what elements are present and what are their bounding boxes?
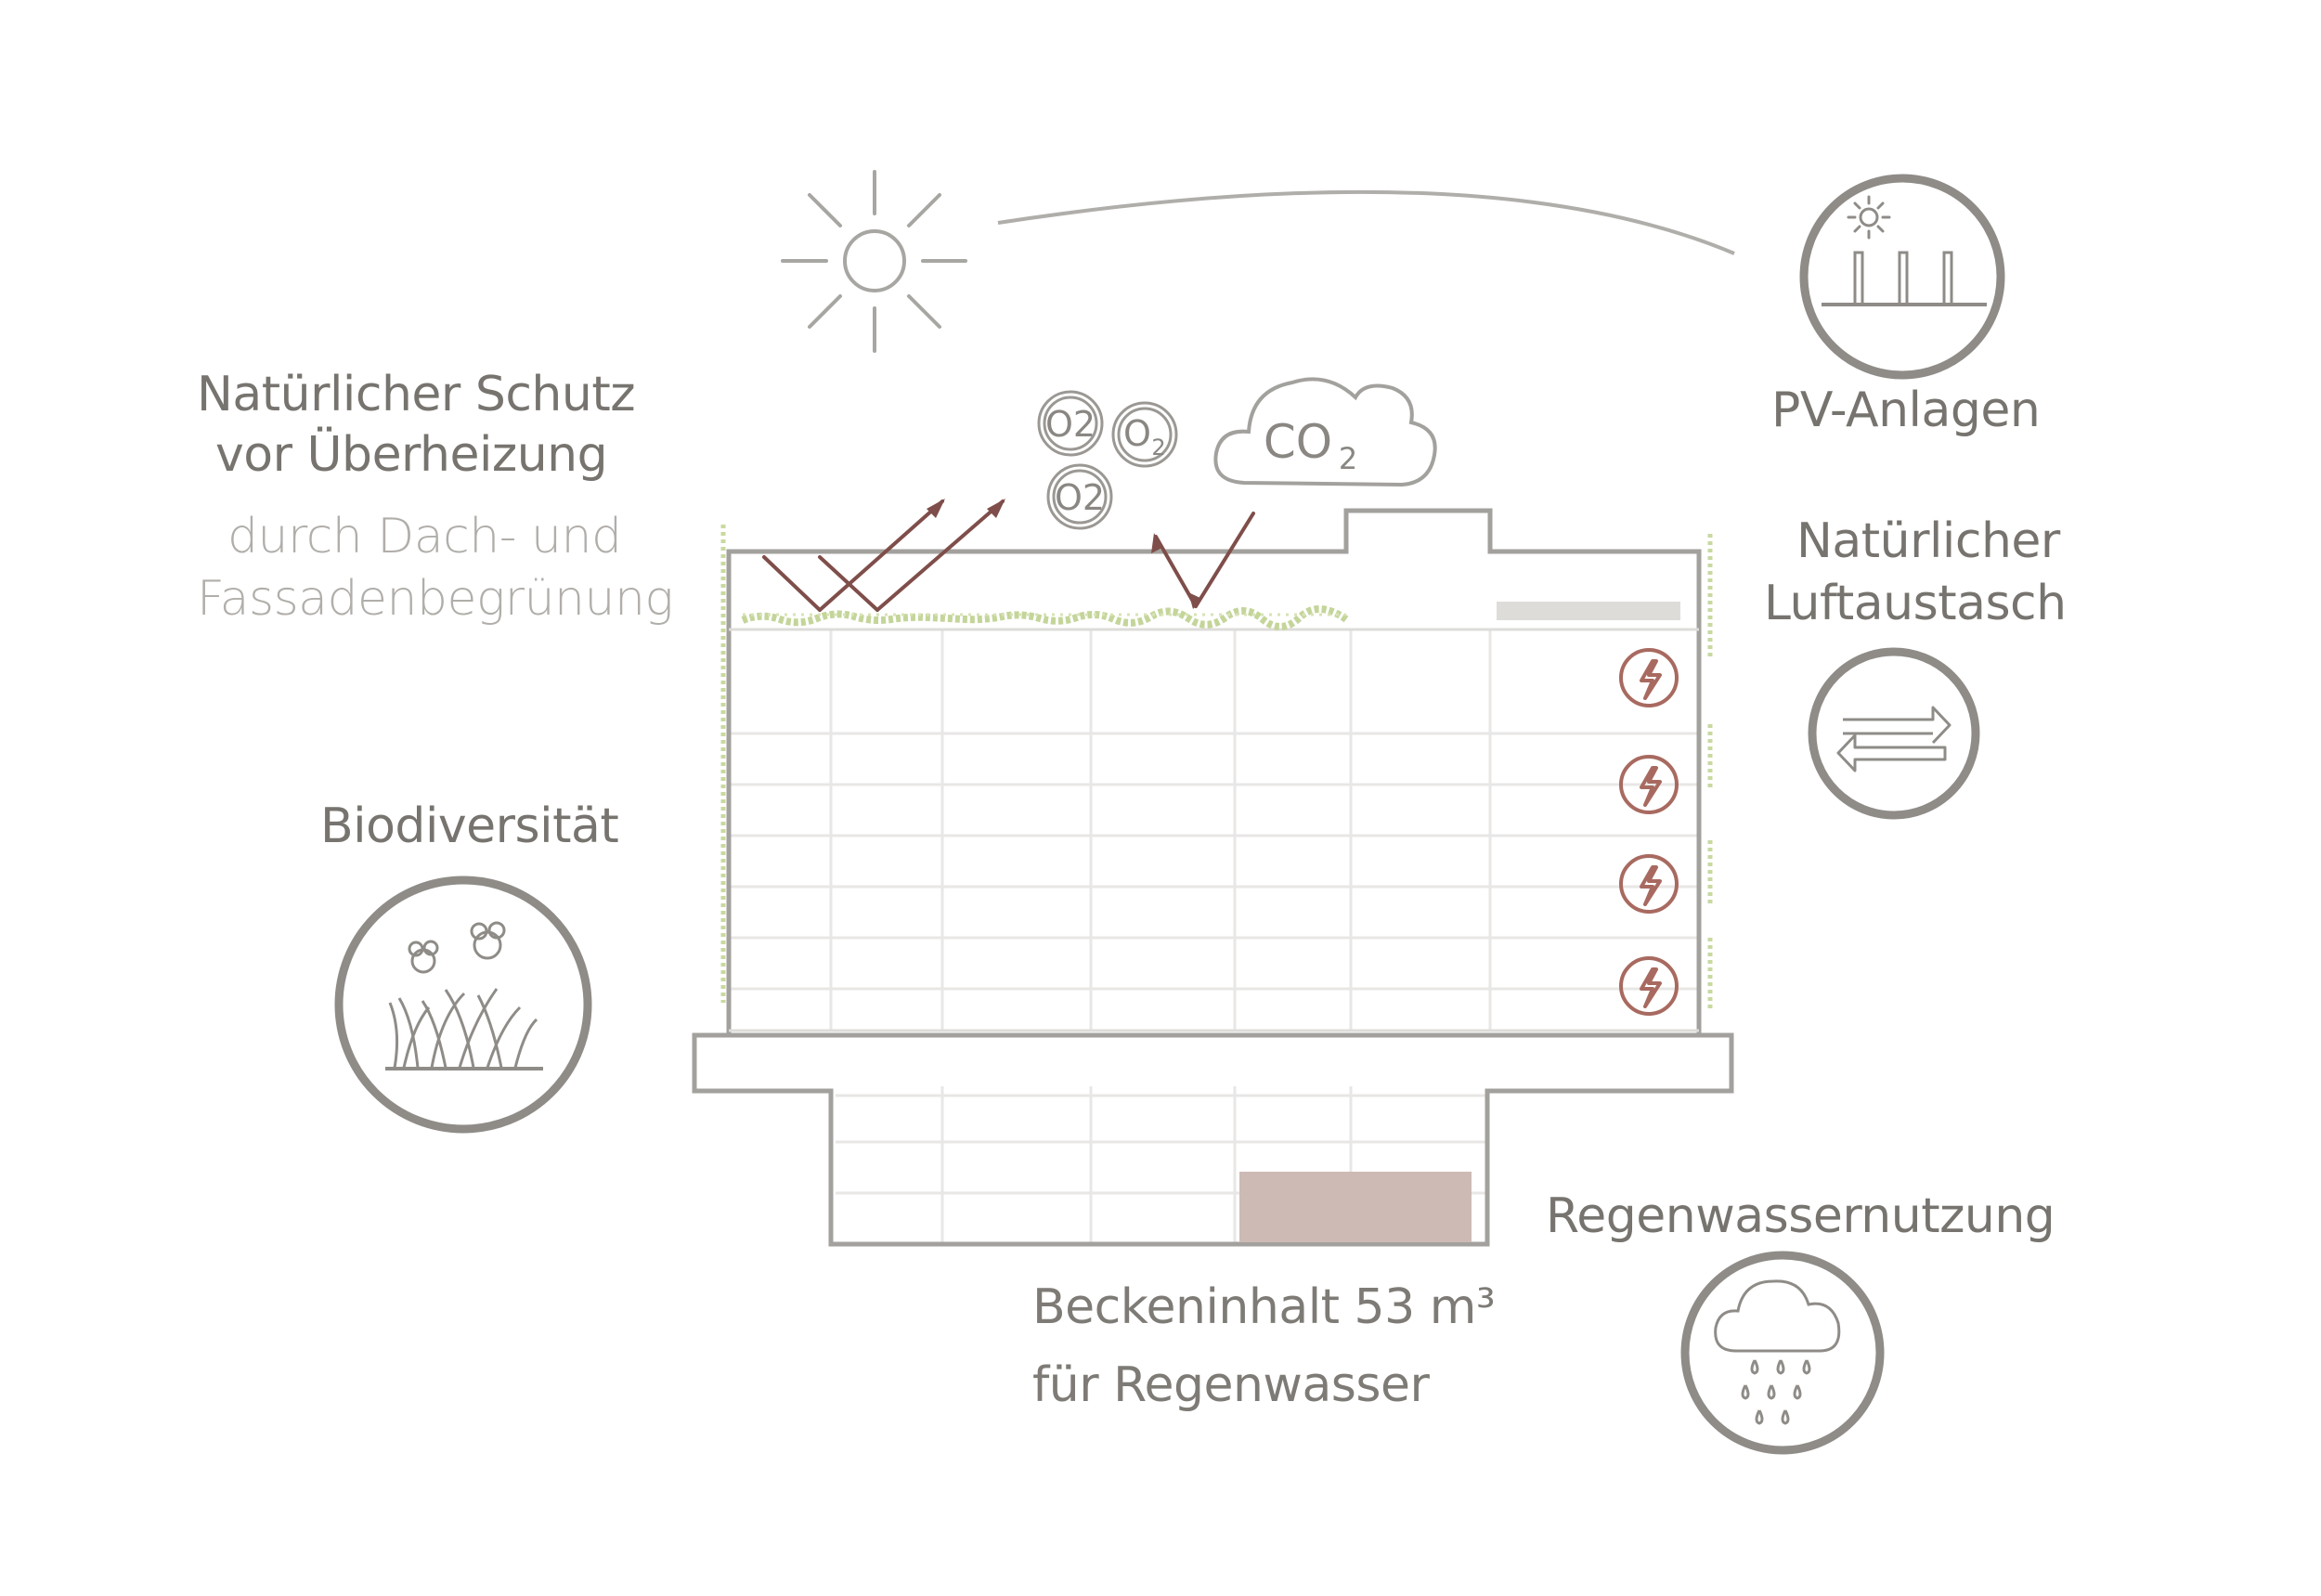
biodiversity-label: Biodiversität [320,798,619,854]
co2-cloud-icon [1213,377,1437,487]
biodiversity-icon [334,876,592,1134]
green-roof [741,605,1349,630]
air-exchange-icon [1808,647,1980,820]
building-grid [729,628,1699,1244]
roof-pv-bar [1497,602,1680,620]
pv-label: PV-Anlagen [1771,383,2041,438]
pv-panel-icon [1799,174,2005,380]
rainwater-label: Regenwassernutzung [1546,1188,2055,1244]
heat-reflection-arrows [762,500,1255,612]
lightning-icon [1619,956,1679,1016]
o2-bubble-icon [1111,401,1178,468]
o2-label: O2 [1045,404,1096,445]
heat-protection-title-line1: Natürlicher Schutz [197,367,636,422]
o2-label-o: O [1123,413,1151,454]
tank-capacity-line1: Beckeninhalt 53 m³ [1032,1279,1496,1335]
lightning-icon [1619,755,1679,814]
sun-icon [781,170,967,353]
rainwater-tank [1239,1172,1472,1242]
air-exchange-label-line1: Natürlicher [1796,513,2060,569]
arrow-heads [927,499,1202,609]
co2-subscript: 2 [1339,441,1357,476]
lightning-icon [1619,648,1679,707]
heat-protection-subtitle-line1: durch Dach- und [227,509,622,564]
rain-cloud-icon [1680,1251,1885,1455]
lightning-icon [1619,854,1679,914]
sun-path-arc [997,189,1735,255]
o2-bubble-icon [1037,390,1104,457]
co2-label: CO [1264,415,1332,469]
o2-bubble-icon [1046,463,1113,530]
tank-capacity-line2: für Regenwasser [1032,1357,1430,1413]
building-outline [692,508,1734,1247]
o2-label: O2 [1055,477,1105,518]
heat-protection-subtitle-line2: Fassadenbegrünung [197,571,674,627]
o2-subscript: 2 [1151,435,1165,461]
heat-protection-title-line2: vor Überheizung [215,427,608,483]
air-exchange-label-line2: Luftaustasch [1764,576,2067,631]
